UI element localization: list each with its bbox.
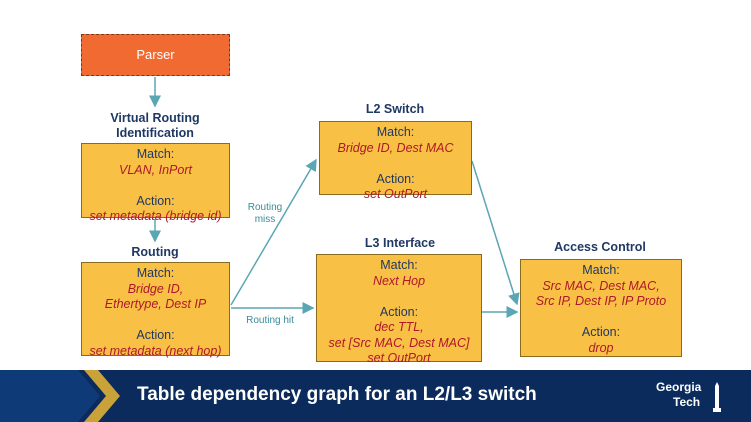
parser-node: Parser [81, 34, 230, 76]
vri-match-value: VLAN, InPort [119, 162, 192, 177]
logo-word-georgia: Georgia [656, 380, 702, 394]
diagram: Parser Virtual Routing Identification Ma… [81, 34, 682, 365]
routing-title: Routing [105, 245, 205, 260]
l2-action-value: set OutPort [363, 187, 428, 201]
routing-action-label: Action: [136, 328, 175, 342]
l3-title-text: L3 Interface [364, 236, 436, 250]
acl-action-value: drop [588, 340, 614, 355]
tower-icon [713, 382, 721, 412]
vri-title: Virtual Routing Identification [95, 111, 215, 141]
edge-routing-miss-to-l2 [230, 158, 317, 306]
vri-match-label: Match: [136, 147, 175, 161]
footer-title: Table dependency graph for an L2/L3 swit… [137, 384, 537, 405]
routing-node: Match: Bridge ID, Ethertype, Dest IP Act… [81, 262, 230, 358]
routing-hit-label: Routing hit [245, 315, 295, 327]
routing-match-line2: Ethertype, Dest IP [104, 297, 207, 311]
vri-title-line2: Identification [116, 126, 194, 140]
acl-match-line2: Src IP, Dest IP, IP Proto [535, 294, 667, 308]
acl-match-line1: Src MAC, Dest MAC, [542, 278, 660, 293]
l3-title: L3 Interface [340, 236, 460, 251]
acl-title-text: Access Control [554, 240, 646, 254]
routing-hit-line2: hit [283, 315, 294, 326]
footer-banner: Table dependency graph for an L2/L3 swit… [0, 370, 751, 422]
l3-action-label: Action: [379, 304, 419, 319]
routing-miss-line2: miss [254, 214, 276, 225]
l2-node: Match: Bridge ID, Dest MAC Action: set O… [319, 121, 472, 201]
acl-match-label: Match: [582, 263, 620, 277]
parser-label: Parser [136, 47, 175, 62]
routing-hit-line1: Routing [246, 315, 281, 326]
routing-action-value: set metadata (next hop) [89, 343, 222, 358]
l3-node: Match: Next Hop Action: dec TTL, set [Sr… [316, 254, 482, 365]
acl-node: Match: Src MAC, Dest MAC, Src IP, Dest I… [520, 259, 682, 357]
edge-l2-to-acl [471, 160, 520, 306]
l2-match-label: Match: [376, 125, 415, 139]
vri-action-label: Action: [136, 193, 175, 208]
logo-word-tech: Tech [673, 395, 701, 409]
l3-action-line2: set [Src MAC, Dest MAC] [328, 335, 470, 350]
l3-match-value: Next Hop [372, 273, 426, 288]
routing-match-line1: Bridge ID, [127, 281, 184, 296]
acl-title: Access Control [535, 240, 665, 255]
vri-node: Match: VLAN, InPort Action: set metadata… [81, 143, 230, 223]
georgia-tech-logo: Georgia Tech [656, 378, 734, 416]
l2-title-text: L2 Switch [365, 102, 425, 116]
chevron-decoration-icon [0, 370, 120, 422]
l2-action-label: Action: [376, 171, 415, 186]
routing-miss-label: Routing miss [240, 202, 290, 226]
l3-action-line3: set OutPort [367, 351, 431, 365]
vri-action-value: set metadata (bridge id) [89, 209, 222, 223]
vri-title-line1: Virtual Routing [110, 111, 200, 125]
l3-match-label: Match: [380, 258, 418, 272]
l2-title: L2 Switch [345, 102, 445, 117]
l2-match-value: Bridge ID, Dest MAC [337, 140, 454, 155]
l3-action-line1: dec TTL, [374, 320, 424, 334]
edges-layer [149, 77, 520, 318]
acl-action-label: Action: [581, 325, 621, 339]
routing-match-label: Match: [136, 266, 175, 280]
routing-miss-line1: Routing [247, 202, 283, 213]
routing-title-text: Routing [131, 245, 179, 259]
